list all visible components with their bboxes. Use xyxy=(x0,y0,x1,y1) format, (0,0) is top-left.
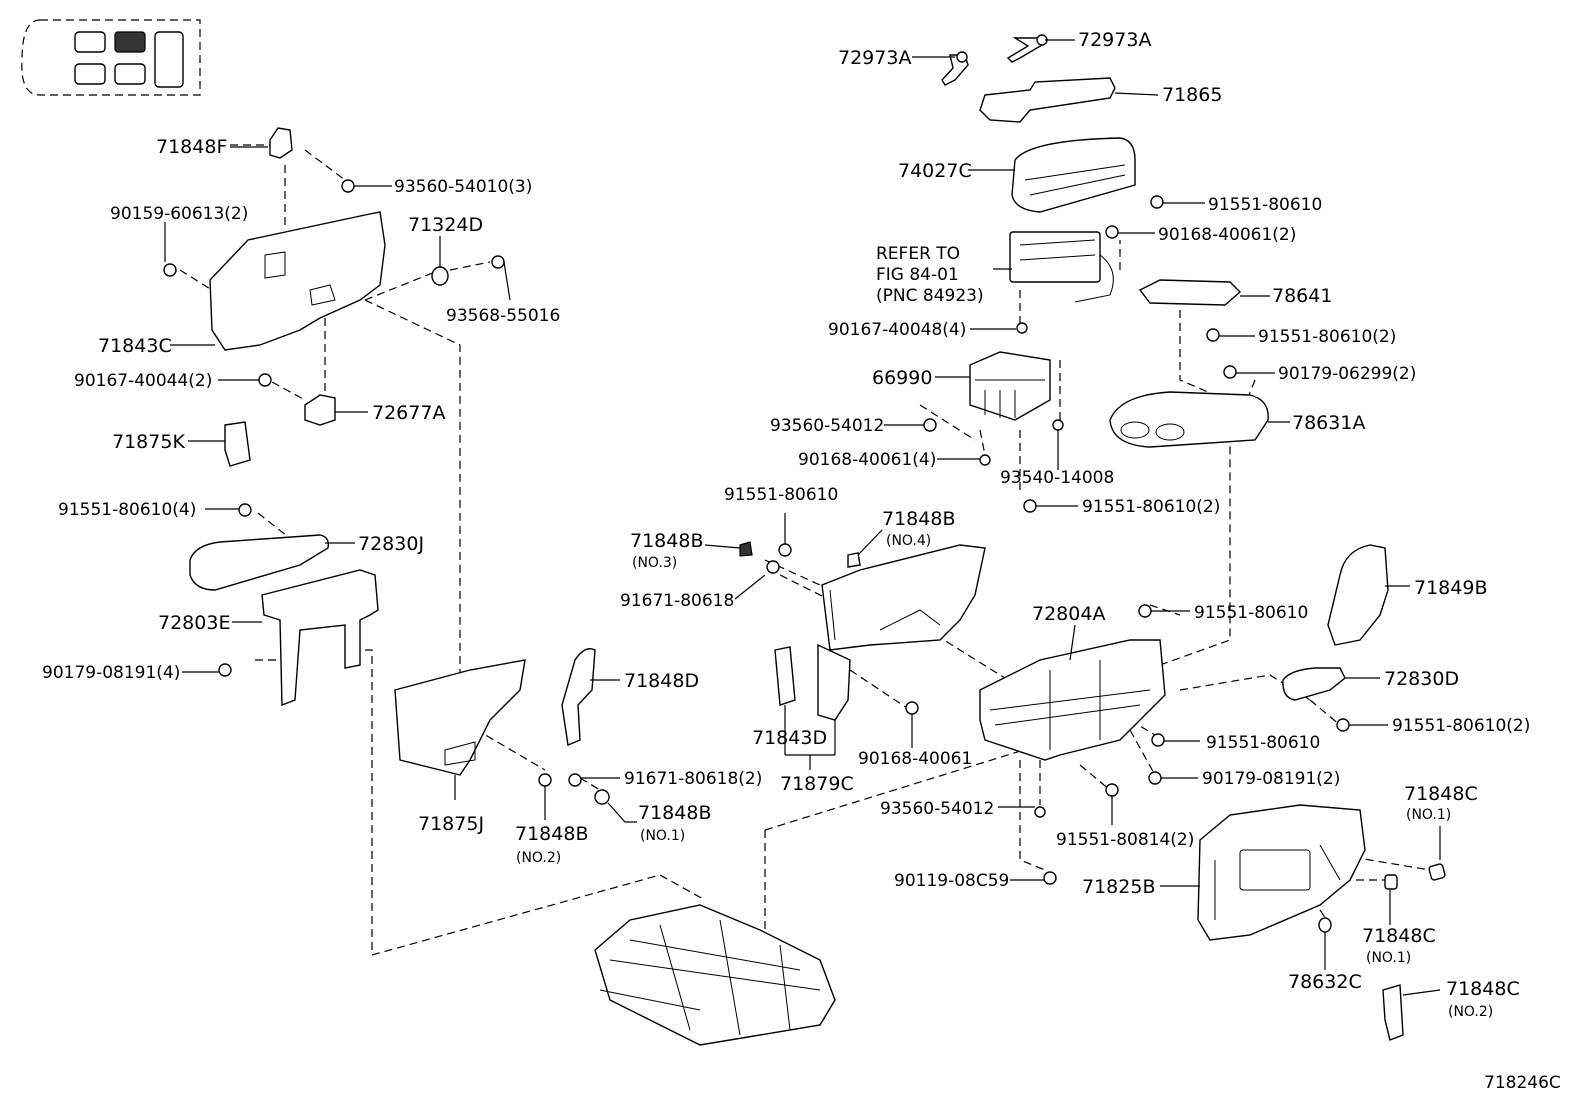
sub-label: (NO.4) xyxy=(886,533,931,549)
part-label: 90168-40061(4) xyxy=(798,450,936,470)
part-label: 71825B xyxy=(1082,876,1155,898)
part-label: 72804A xyxy=(1032,603,1105,625)
part-label: 90179-06299(2) xyxy=(1278,364,1416,384)
part-label: 71848D xyxy=(624,670,699,692)
part-label: 93560-54012 xyxy=(770,416,884,436)
vehicle-locator-icon xyxy=(21,19,201,96)
part-label: 91551-80610(4) xyxy=(58,500,196,520)
part-label: 72973A xyxy=(838,47,911,69)
part-label: 71879C xyxy=(780,773,854,795)
part-label: 71848C xyxy=(1404,783,1478,805)
part-label: 74027C xyxy=(898,160,972,182)
part-label: 91551-80610(2) xyxy=(1392,716,1530,736)
leader-lines xyxy=(164,39,1441,996)
part-label: 91551-80610(2) xyxy=(1258,327,1396,347)
part-label: 72830J xyxy=(358,533,424,555)
part-label: 90168-40061(2) xyxy=(1158,225,1296,245)
part-label: 72677A xyxy=(372,402,445,424)
part-label: 90179-08191(4) xyxy=(42,663,180,683)
part-label: 91551-80610(2) xyxy=(1082,497,1220,517)
figure-id: 718246C xyxy=(1484,1073,1561,1093)
part-label: 90168-40061 xyxy=(858,749,972,769)
part-label: 78632C xyxy=(1288,971,1362,993)
refer-to-line: FIG 84-01 xyxy=(876,265,959,285)
part-label: 91671-80618 xyxy=(620,591,734,611)
part-drawings xyxy=(163,34,1446,1046)
part-label: 93560-54012 xyxy=(880,799,994,819)
refer-to-line: REFER TO xyxy=(876,244,960,264)
part-label: 66990 xyxy=(872,367,932,389)
part-label: 72803E xyxy=(158,612,230,634)
part-label: 90179-08191(2) xyxy=(1202,769,1340,789)
sub-label: (NO.2) xyxy=(1448,1004,1493,1020)
part-label: 71848B xyxy=(515,823,588,845)
part-label: 71324D xyxy=(408,214,483,236)
sub-label: (NO.1) xyxy=(1406,807,1451,823)
part-label: 91551-80814(2) xyxy=(1056,830,1194,850)
part-label: 71848B xyxy=(882,508,955,530)
part-label: 93560-54010(3) xyxy=(394,177,532,197)
part-label: 71848C xyxy=(1362,925,1436,947)
part-label: 71843C xyxy=(98,335,172,357)
sub-label: (NO.1) xyxy=(1366,950,1411,966)
refer-to-note: REFER TO FIG 84-01 (PNC 84923) xyxy=(876,244,984,306)
part-label: 90167-40044(2) xyxy=(74,371,212,391)
sub-label: (NO.2) xyxy=(516,850,561,866)
part-label: 91671-80618(2) xyxy=(624,769,762,789)
part-label: 90159-60613(2) xyxy=(110,204,248,224)
part-label: 71843D xyxy=(752,727,827,749)
part-label: 90119-08C59 xyxy=(894,871,1009,891)
part-label: 91551-80610 xyxy=(1194,603,1308,623)
part-label: 78641 xyxy=(1272,285,1332,307)
part-label: 71865 xyxy=(1162,84,1222,106)
part-label: 91551-80610 xyxy=(724,485,838,505)
part-label: 91551-80610 xyxy=(1206,733,1320,753)
part-label: 71848B xyxy=(630,530,703,552)
part-label: 90167-40048(4) xyxy=(828,320,966,340)
part-label: 72973A xyxy=(1078,29,1151,51)
part-label: 93540-14008 xyxy=(1000,468,1114,488)
part-number-labels: 72973A 72973A 71865 74027C 91551-80610 9… xyxy=(42,29,1530,1000)
part-label: 71875K xyxy=(112,431,185,453)
part-label: 71848F xyxy=(156,136,227,158)
part-label: 72830D xyxy=(1384,668,1459,690)
part-label: 78631A xyxy=(1292,412,1365,434)
part-label: 71848B xyxy=(638,802,711,824)
sub-labels: (NO.3) (NO.4) (NO.2) (NO.1) (NO.1) (NO.1… xyxy=(516,533,1493,1020)
part-label: 93568-55016 xyxy=(446,306,560,326)
part-label: 71875J xyxy=(418,813,484,835)
sub-label: (NO.1) xyxy=(640,828,685,844)
part-label: 71849B xyxy=(1414,577,1487,599)
sub-label: (NO.3) xyxy=(632,555,677,571)
part-label: 91551-80610 xyxy=(1208,195,1322,215)
part-label: 71848C xyxy=(1446,978,1520,1000)
refer-to-line: (PNC 84923) xyxy=(876,286,984,306)
